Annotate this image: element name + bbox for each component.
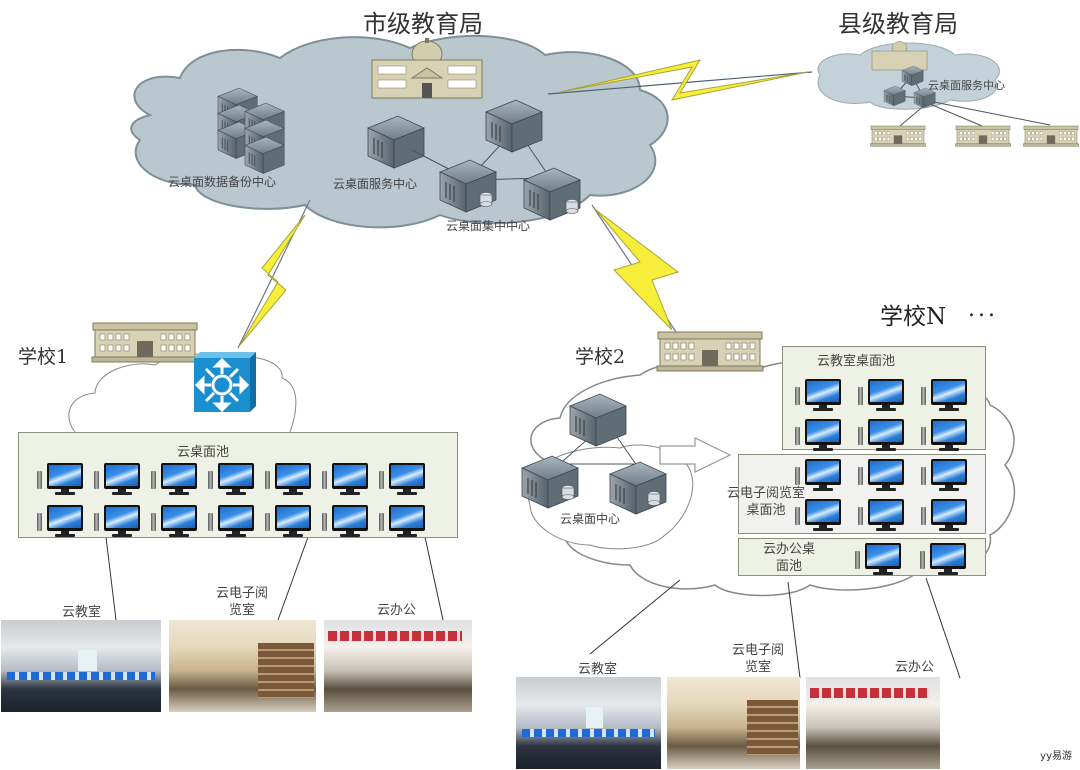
workstation-icon bbox=[858, 499, 908, 539]
library-pool-label: 云电子阅览室 桌面池 bbox=[727, 485, 805, 519]
workstation-icon bbox=[151, 463, 201, 503]
school2-photo-label-library: 云电子阅 览室 bbox=[732, 642, 784, 676]
county-service-center-label: 云桌面服务中心 bbox=[928, 79, 1005, 92]
workstation-icon bbox=[921, 459, 971, 499]
city-bureau-title: 市级教育局 bbox=[363, 10, 483, 38]
school1-library-label-line2: 览室 bbox=[229, 603, 256, 618]
workstation-icon bbox=[858, 459, 908, 499]
school1-switch-icon bbox=[194, 352, 256, 413]
school2-library-pool: 云电子阅览室 桌面池 bbox=[727, 454, 986, 534]
backup-center-label: 云桌面数据备份中心 bbox=[168, 175, 277, 189]
workstation-icon bbox=[37, 463, 87, 503]
school2-library-photo bbox=[667, 677, 800, 769]
workstation-icon bbox=[855, 543, 905, 583]
workstation-icon bbox=[208, 463, 258, 503]
school2-library-label-line1: 云电子阅 bbox=[732, 643, 785, 658]
workstation-icon bbox=[322, 463, 372, 503]
school2-photo-label-office: 云办公 bbox=[895, 660, 935, 675]
workstation-icon bbox=[151, 505, 201, 545]
school1-photo-label-classroom: 云教室 bbox=[62, 605, 102, 620]
workstation-icon bbox=[379, 505, 429, 545]
workstation-icon bbox=[921, 499, 971, 539]
school2-center-servers bbox=[521, 393, 667, 515]
school2-center-label: 云桌面中心 bbox=[560, 512, 621, 526]
office-pool-label-line1: 云办公桌 bbox=[763, 542, 816, 557]
workstation-icon bbox=[265, 463, 315, 503]
classroom-pool-label: 云教室桌面池 bbox=[817, 354, 896, 369]
workstation-icon bbox=[921, 419, 971, 459]
workstation-icon bbox=[795, 499, 845, 539]
school2-building-icon bbox=[656, 331, 764, 372]
lightning-link-county bbox=[547, 59, 813, 101]
central-center-servers bbox=[411, 99, 581, 221]
library-pool-label-line2: 桌面池 bbox=[746, 503, 786, 518]
workstation-icon bbox=[858, 379, 908, 419]
workstation-icon bbox=[208, 505, 258, 545]
school2-classroom-photo bbox=[516, 677, 661, 769]
workstation-icon bbox=[795, 459, 845, 499]
school1-library-photo bbox=[169, 620, 316, 712]
county-bureau-title: 县级教育局 bbox=[838, 10, 958, 38]
workstation-icon bbox=[37, 505, 87, 545]
school2-office-photo bbox=[806, 677, 940, 769]
office-pool-label-line2: 面池 bbox=[776, 559, 803, 574]
workstation-icon bbox=[94, 505, 144, 545]
workstation-icon bbox=[920, 543, 970, 583]
workstation-icon bbox=[265, 505, 315, 545]
lightning-link-school1 bbox=[237, 199, 311, 349]
school2-arrow-icon bbox=[659, 437, 732, 473]
school1-cloud bbox=[68, 353, 297, 433]
school1-photo-label-office: 云办公 bbox=[377, 603, 417, 618]
schoolN-title: 学校N bbox=[880, 304, 947, 330]
county-bureau-building-icon bbox=[871, 41, 928, 71]
schoolN-ellipsis: ... bbox=[968, 297, 998, 322]
lightning-link-school2 bbox=[591, 204, 680, 333]
school1-pool-label: 云桌面池 bbox=[177, 445, 230, 460]
library-pool-label-line1: 云电子阅览室 bbox=[727, 486, 806, 501]
workstation-icon bbox=[94, 463, 144, 503]
office-pool-label: 云办公桌 面池 bbox=[763, 541, 815, 575]
school1-building-icon bbox=[91, 322, 199, 363]
workstation-icon bbox=[379, 463, 429, 503]
school2-library-label-line2: 览室 bbox=[745, 660, 772, 675]
school2-classroom-pool: 云教室桌面池 bbox=[782, 346, 986, 451]
school2-office-pool: 云办公桌 面池 bbox=[738, 538, 986, 576]
school2-photo-label-classroom: 云教室 bbox=[578, 662, 618, 677]
county-service-servers bbox=[870, 65, 1079, 147]
workstation-icon bbox=[858, 419, 908, 459]
workstation-icon bbox=[795, 379, 845, 419]
workstation-icon bbox=[795, 419, 845, 459]
school1-library-label-line1: 云电子阅 bbox=[216, 586, 269, 601]
workstation-icon bbox=[322, 505, 372, 545]
school1-photo-connectors bbox=[105, 536, 444, 621]
central-center-label: 云桌面集中中心 bbox=[446, 219, 531, 233]
school2-photo-connectors bbox=[589, 577, 961, 679]
school1-title: 学校1 bbox=[18, 346, 69, 368]
watermark: yy易游 bbox=[1040, 751, 1072, 762]
service-center-label: 云桌面服务中心 bbox=[333, 177, 418, 191]
school1-photo-label-library: 云电子阅 览室 bbox=[216, 585, 268, 619]
school1-office-photo bbox=[324, 620, 472, 712]
school2-title: 学校2 bbox=[575, 346, 626, 368]
workstation-icon bbox=[921, 379, 971, 419]
school1-desktop-pool: 云桌面池 bbox=[18, 432, 458, 538]
school1-classroom-photo bbox=[1, 620, 161, 712]
city-bureau-building-icon bbox=[371, 38, 483, 99]
